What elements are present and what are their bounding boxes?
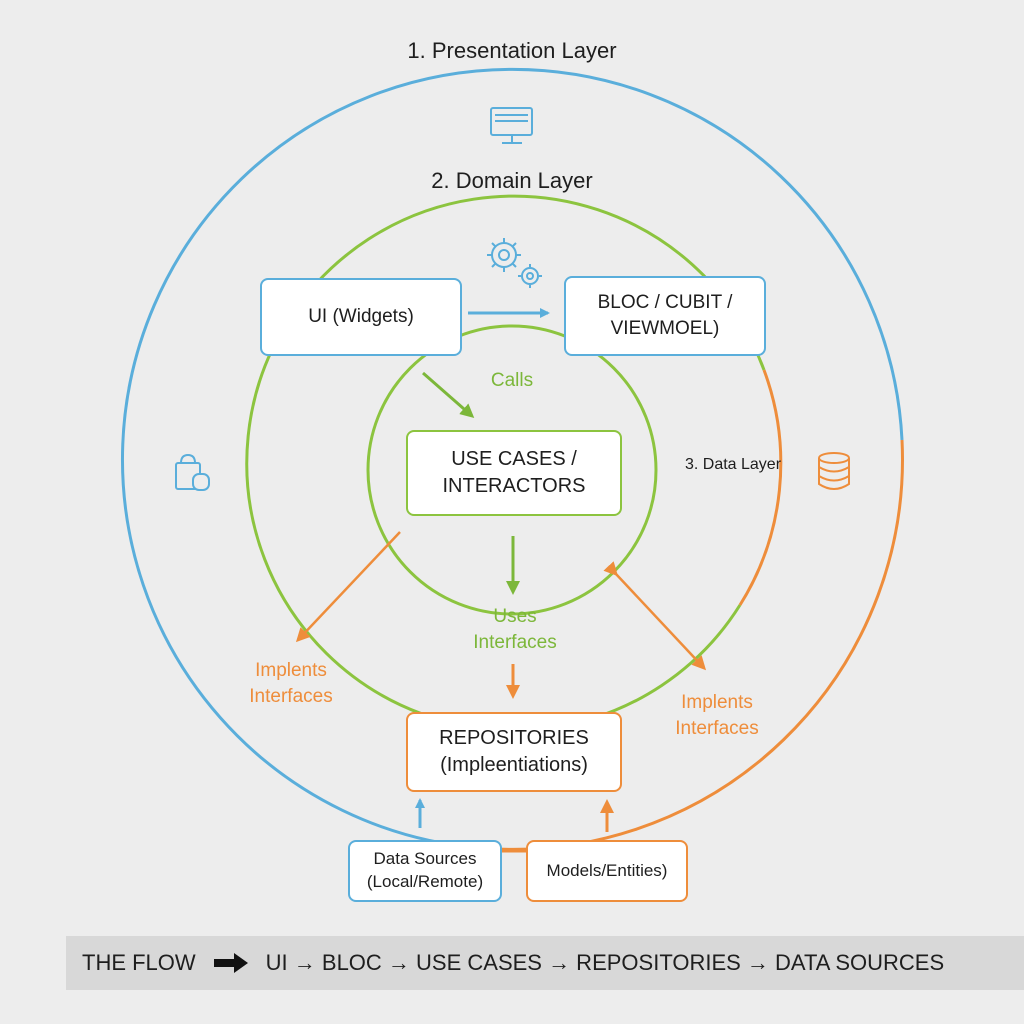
repositories-box: REPOSITORIES (Impleentiations) [406,712,622,792]
use-cases-ring [366,324,658,616]
flow-sequence: UI → BLOC → USE CASES → REPOSITORIES → D… [265,950,945,975]
flow-arrow-icon [213,953,248,973]
bloc-label-line2: VIEWMOEL) [610,318,720,339]
implements-left-arrow [295,531,401,643]
models-entities-label: Models/Entities) [546,860,668,880]
database-icon [818,452,850,490]
ui-widgets-box: UI (Widgets) [260,278,462,356]
presentation-layer-ring [121,67,904,850]
uses-label-line2: Interfaces [473,632,557,653]
calls-label: Calls [490,370,534,391]
domain-layer-title: 2. Domain Layer [431,168,593,193]
bag-icon [175,453,210,491]
models-entities-box: Models/Entities) [526,840,688,902]
gears-icon [487,238,542,288]
presentation-layer-title: 1. Presentation Layer [407,38,617,63]
implements-right-label: Implents Interfaces [652,690,782,742]
use-cases-label-line1: USE CASES / [451,448,577,470]
uses-label-line1: Uses [493,606,537,627]
use-cases-box: USE CASES / INTERACTORS [406,430,622,516]
implements-left-line2: Interfaces [249,686,333,707]
implements-right-line1: Implents [681,692,753,713]
use-cases-label-line2: INTERACTORS [442,475,586,497]
ui-widgets-label: UI (Widgets) [308,306,414,328]
implements-right-arrow [603,561,707,671]
repositories-label-line1: REPOSITORIES [439,727,589,749]
bloc-box: BLOC / CUBIT / VIEWMOEL) [564,276,766,356]
data-layer-title: 3. Data Layer [684,456,782,473]
data-sources-label-line2: (Local/Remote) [366,872,484,891]
data-sources-label-line1: Data Sources [373,849,477,869]
flow-summary-bar: THE FLOW UI → BLOC → USE CASES → REPOSIT… [66,936,1024,990]
uses-interfaces-label: Uses Interfaces [440,604,590,656]
data-sources-box: Data Sources (Local/Remote) [348,840,502,902]
calls-arrow [422,371,475,418]
implements-left-line1: Implents [255,660,327,681]
bloc-label-line1: BLOC / CUBIT / [597,292,733,314]
flow-title: THE FLOW [82,950,196,975]
implements-left-label: Implents Interfaces [226,658,356,710]
data-layer-inner-arc [738,369,783,606]
repositories-label-line2: (Impleentiations) [440,754,588,776]
implements-right-line2: Interfaces [675,718,759,739]
monitor-icon [490,107,533,144]
